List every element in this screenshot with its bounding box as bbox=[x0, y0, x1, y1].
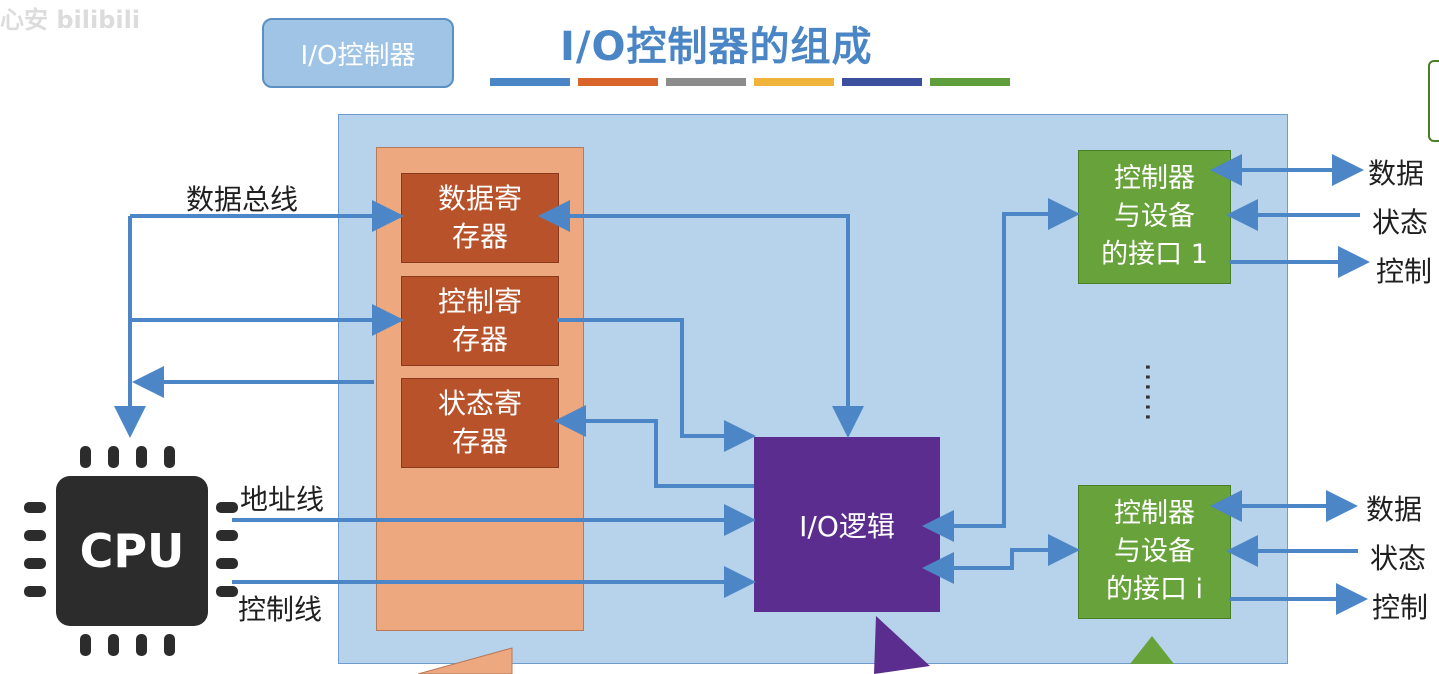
title-underline-1 bbox=[490, 78, 570, 86]
control-register: 控制寄 存器 bbox=[401, 276, 559, 366]
address-line-label: 地址线 bbox=[240, 483, 325, 516]
page-title: I/O控制器的组成 bbox=[560, 24, 873, 70]
right-data-label-1: 数据 bbox=[1368, 157, 1425, 190]
cpu-pin bbox=[216, 586, 238, 597]
cpu-pin bbox=[136, 634, 147, 656]
cpu-pin bbox=[216, 530, 238, 541]
cpu-pin bbox=[108, 634, 119, 656]
cpu-pin bbox=[164, 446, 175, 468]
right-control-label-1: 控制 bbox=[1376, 255, 1433, 288]
cpu-pin bbox=[24, 586, 46, 597]
io-logic-block: I/O逻辑 bbox=[754, 437, 940, 612]
control-line-label: 控制线 bbox=[238, 593, 323, 626]
status-register: 状态寄 存器 bbox=[401, 378, 559, 468]
logic-to-status-reg bbox=[554, 405, 754, 488]
right-data-label-i: 数据 bbox=[1366, 493, 1423, 526]
title-underline-2 bbox=[578, 78, 658, 86]
right-control-label-i: 控制 bbox=[1372, 591, 1429, 624]
cpu-pin bbox=[80, 446, 91, 468]
cpu-pin bbox=[108, 446, 119, 468]
io-controller-callout: I/O控制器 bbox=[262, 18, 454, 88]
cpu-pin bbox=[24, 502, 46, 513]
cpu-pin bbox=[24, 558, 46, 569]
cpu-chip: CPU bbox=[56, 476, 208, 626]
side-tab bbox=[1428, 60, 1439, 142]
data-register: 数据寄 存器 bbox=[401, 173, 559, 263]
bottom-green-shape bbox=[1130, 636, 1174, 664]
cpu-pin bbox=[24, 530, 46, 541]
logic-interface-1-link bbox=[922, 198, 1080, 542]
cpu-pin bbox=[164, 634, 175, 656]
title-underline-5 bbox=[842, 78, 922, 86]
data-reg-logic-link bbox=[538, 200, 864, 438]
device-interface-1: 控制器 与设备 的接口 1 bbox=[1078, 150, 1231, 284]
title-underline-3 bbox=[666, 78, 746, 86]
logic-interface-i-link bbox=[922, 534, 1080, 584]
data-bus-label: 数据总线 bbox=[186, 183, 299, 216]
cpu-pin bbox=[216, 558, 238, 569]
cpu-pin bbox=[216, 502, 238, 513]
right-status-label-1: 状态 bbox=[1372, 206, 1429, 239]
watermark: 心安 bilibili bbox=[0, 6, 141, 34]
title-underline-6 bbox=[930, 78, 1010, 86]
control-reg-to-logic bbox=[557, 318, 756, 452]
cpu-pin bbox=[136, 446, 147, 468]
bottom-purple-shape bbox=[874, 616, 930, 674]
title-underline-4 bbox=[754, 78, 834, 86]
bottom-orange-shape bbox=[417, 647, 513, 674]
cpu-pin bbox=[80, 634, 91, 656]
right-status-label-i: 状态 bbox=[1370, 542, 1427, 575]
device-interface-i: 控制器 与设备 的接口 i bbox=[1078, 485, 1231, 619]
interface-ellipsis: …… bbox=[1138, 362, 1173, 422]
